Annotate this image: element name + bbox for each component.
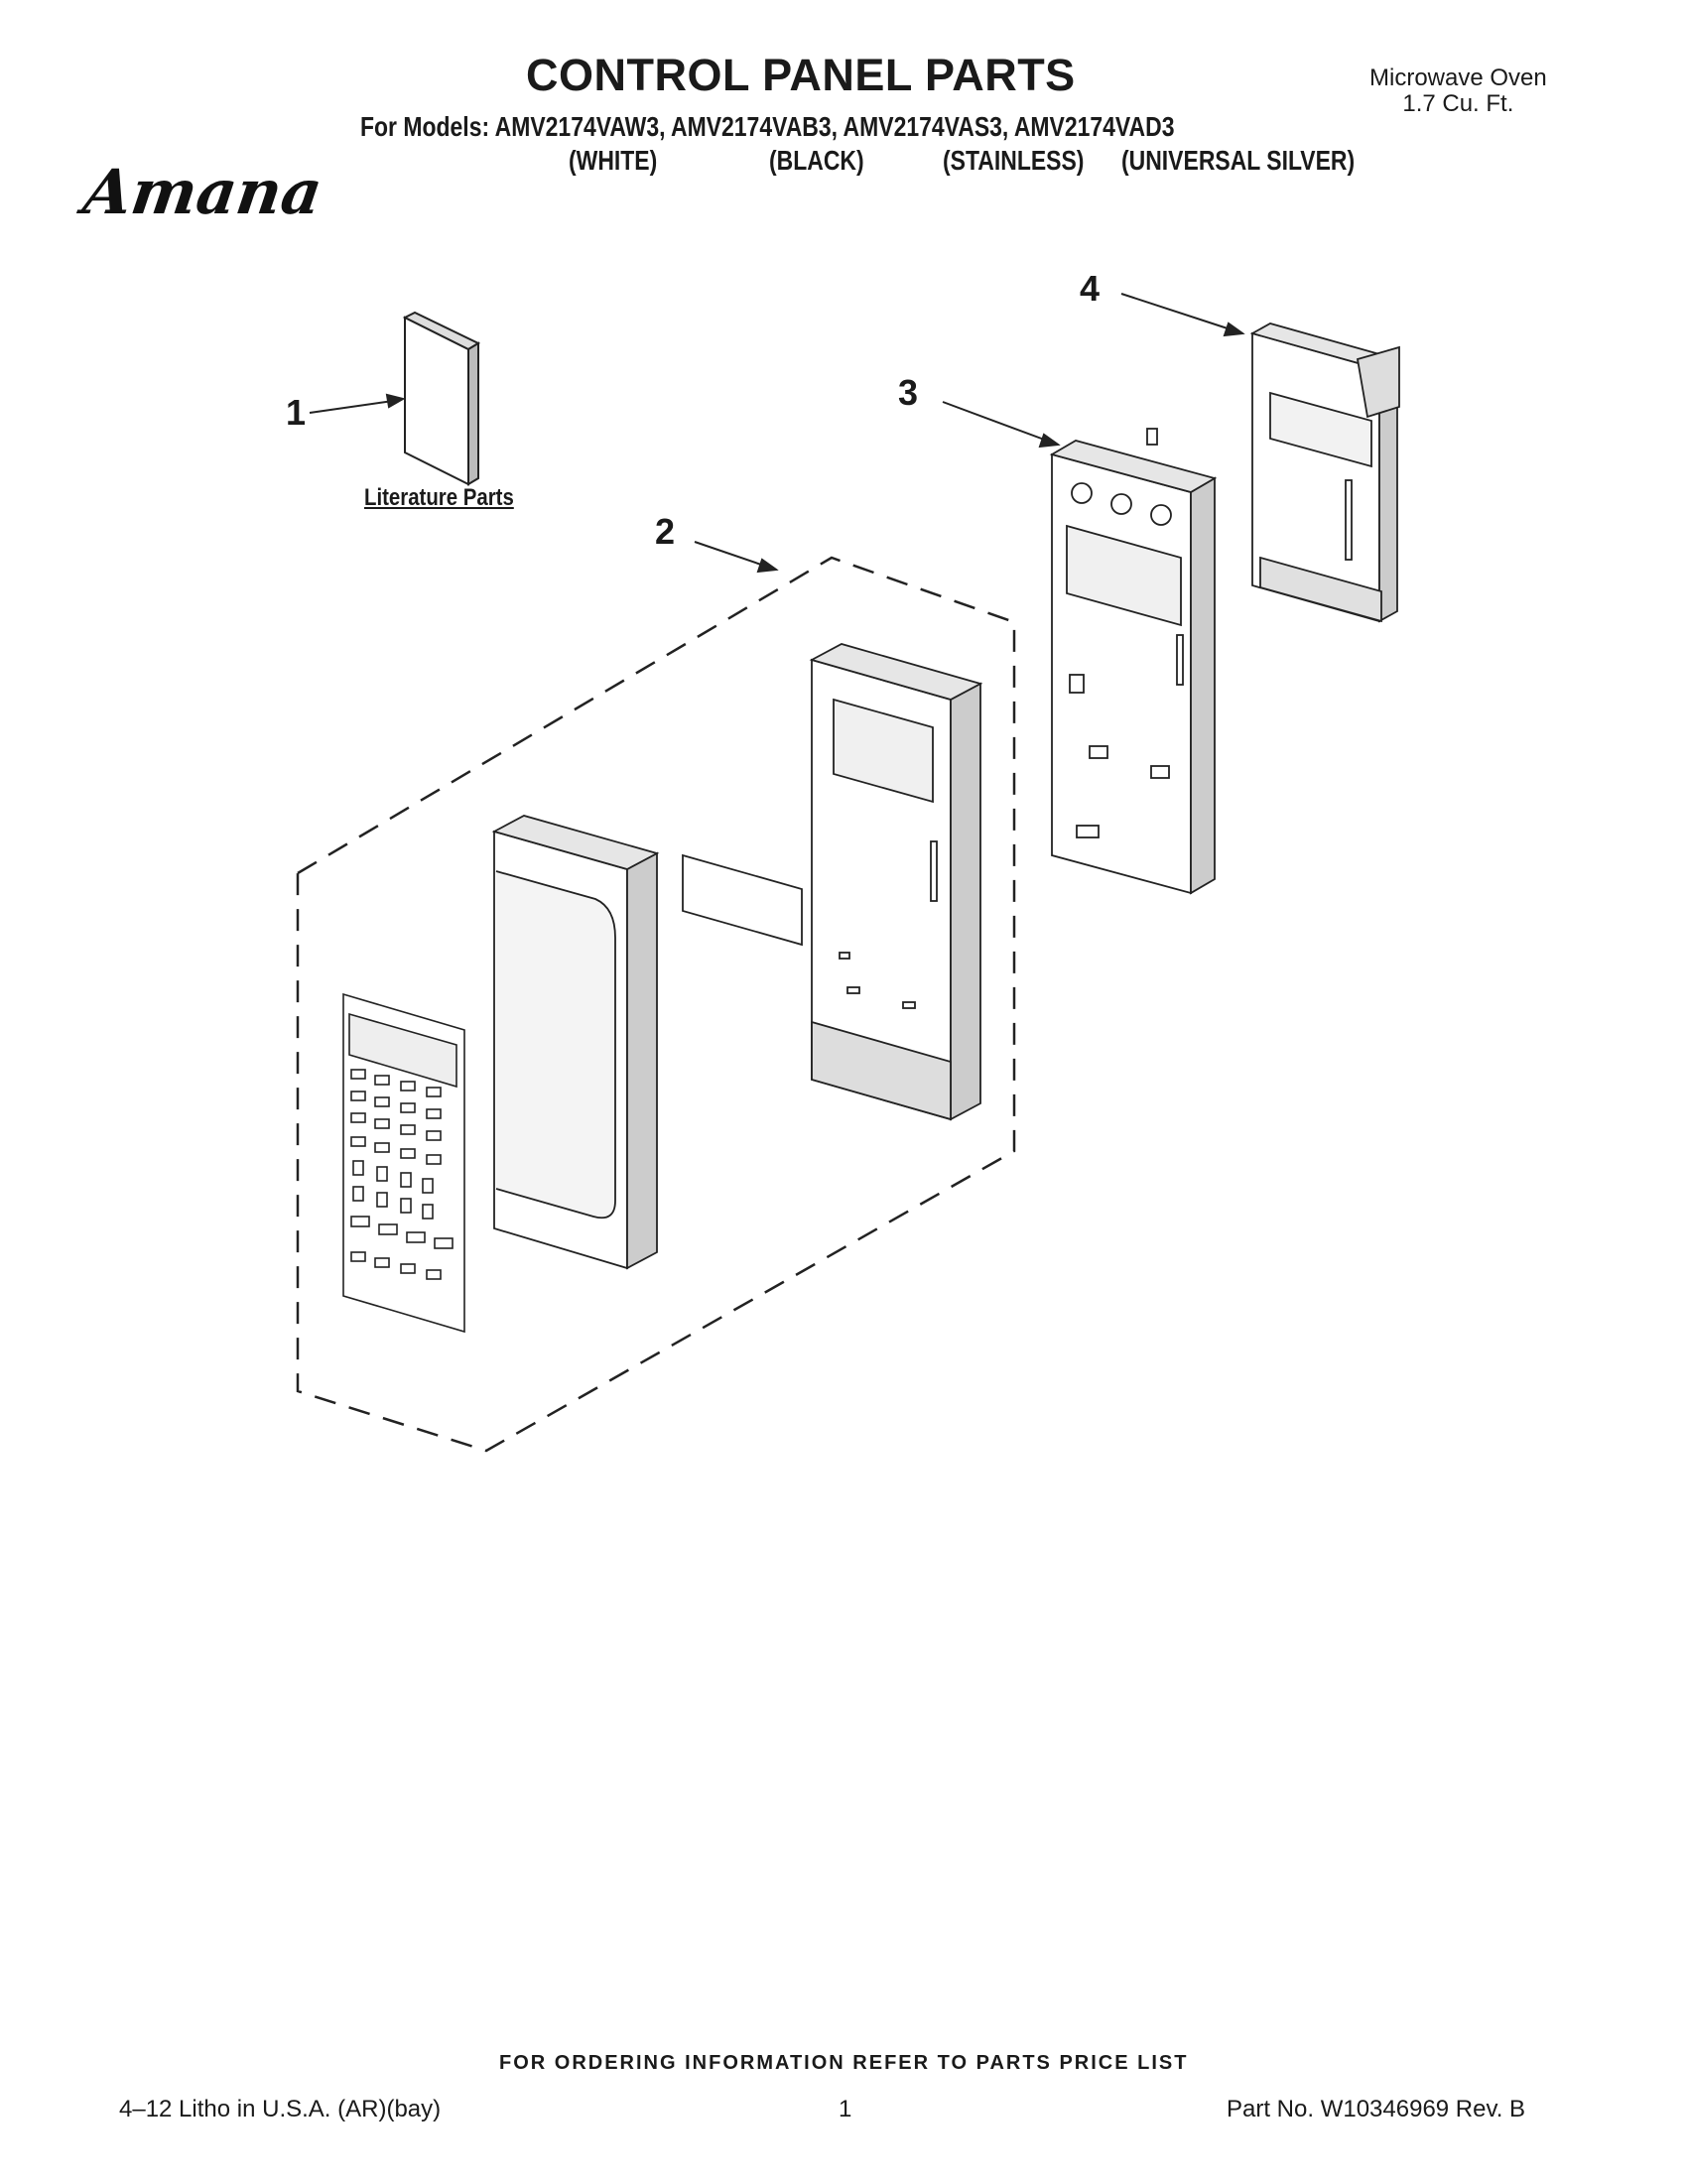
display-window [682,853,803,947]
variant-universal-silver: (UNIVERSAL SILVER) [1121,145,1356,176]
amana-logo: Amana [74,156,326,228]
literature-parts-label: Literature Parts [364,484,514,511]
product-type: Microwave Oven [1369,64,1547,91]
arrow-4 [1120,293,1232,330]
callout-4: 4 [1080,268,1101,309]
callout-1: 1 [286,392,307,433]
ordering-note: FOR ORDERING INFORMATION REFER TO PARTS … [499,2052,1189,2074]
callout-arrows [309,293,1245,574]
control-panel-trim [491,815,660,1270]
page-number: 1 [839,2096,852,2122]
litho-text: 4–12 Litho in U.S.A. (AR)(bay) [119,2096,442,2122]
part-number: Part No. W10346969 Rev. B [1227,2096,1526,2122]
keypad-membrane [342,992,465,1334]
part-4-electronic-control-bracket [1249,322,1400,623]
variant-white: (WHITE) [569,145,658,176]
arrow-3 [942,401,1048,442]
part-3-control-panel-support [1049,428,1218,895]
product-info: Microwave Oven 1.7 Cu. Ft. [1369,65,1547,117]
variant-black: (BLACK) [769,145,864,176]
callout-3: 3 [898,372,919,413]
arrow-1 [309,400,394,414]
amana-logo-wordmark: Amana [74,156,326,228]
product-capacity: 1.7 Cu. Ft. [1402,90,1514,117]
part-2-assembly-boundary [296,556,1016,1453]
models-line: For Models: AMV2174VAW3, AMV2174VAB3, AM… [360,111,1175,142]
arrow-2 [694,541,765,567]
control-panel-frame [809,643,983,1121]
part-1-literature [402,311,481,486]
page-title: CONTROL PANEL PARTS [526,50,1076,100]
callout-2: 2 [655,511,676,552]
variant-stainless: (STAINLESS) [943,145,1085,176]
